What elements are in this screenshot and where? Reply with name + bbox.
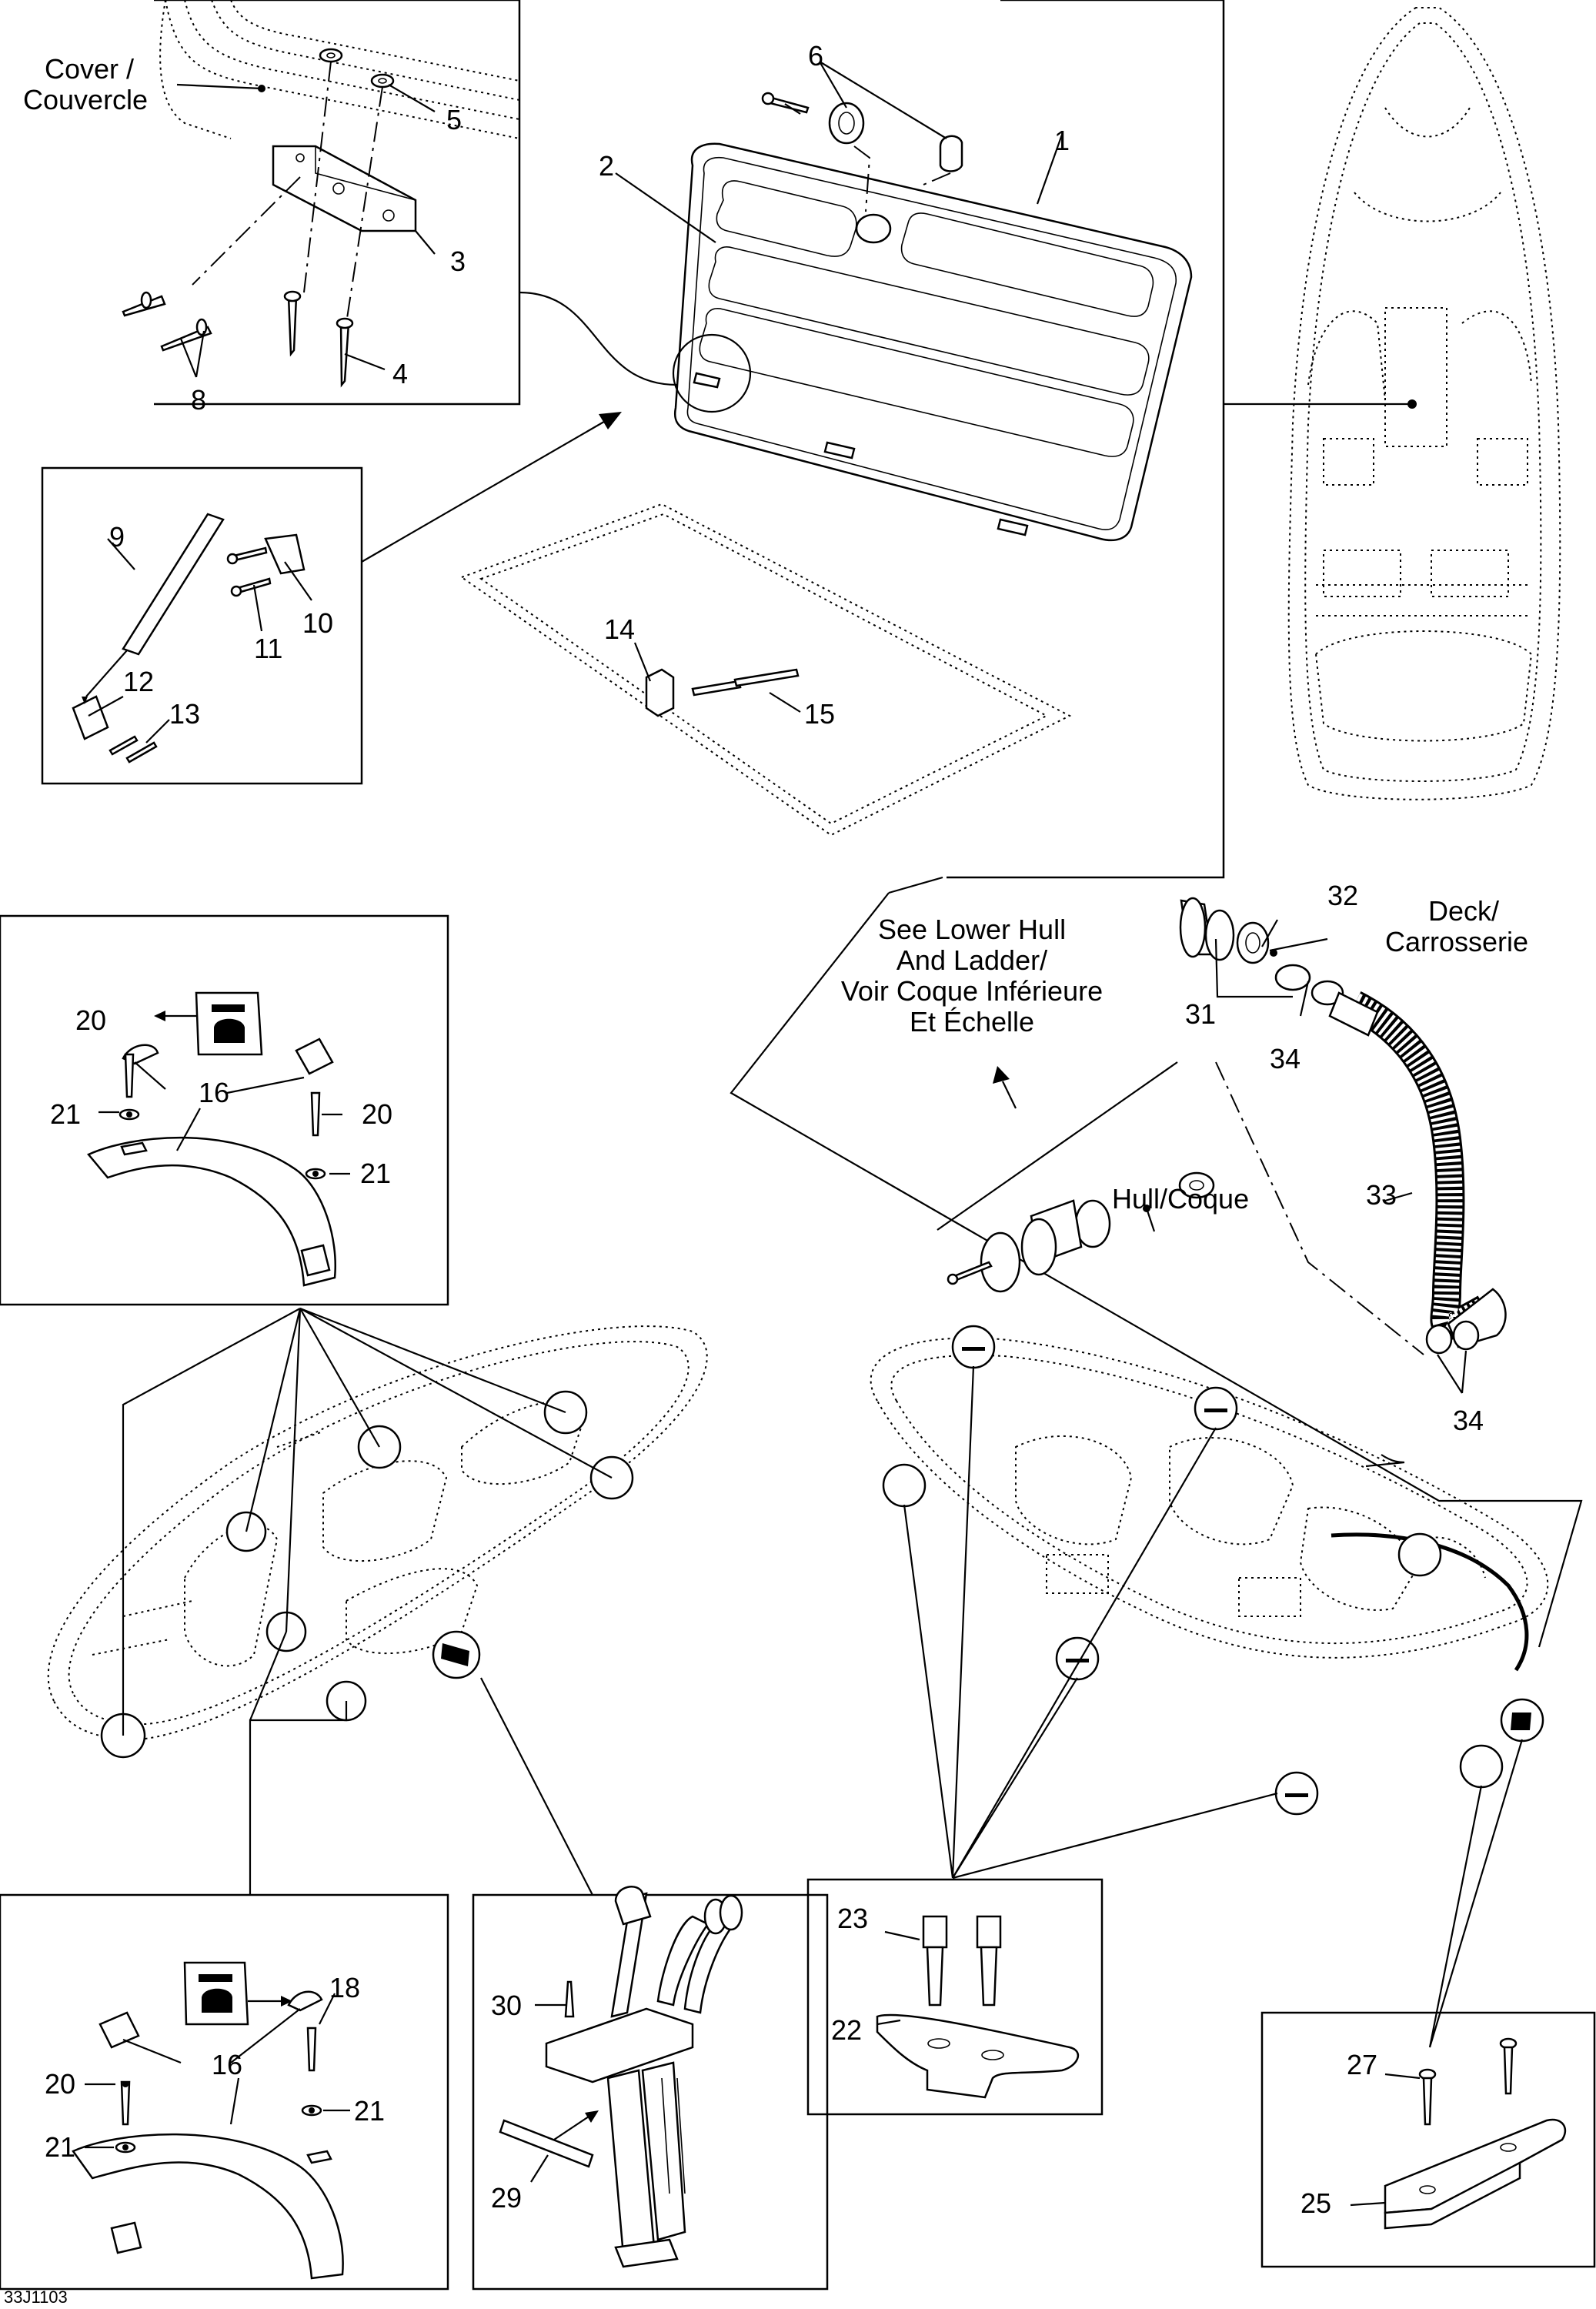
deck-label: Deck/: [1428, 895, 1499, 927]
callout-1: 1: [1054, 125, 1070, 156]
callout-20-a: 20: [75, 1004, 106, 1036]
callout-31: 31: [1185, 998, 1216, 1030]
callout-4: 4: [392, 358, 408, 389]
cover-panel: [674, 142, 1193, 542]
callout-13: 13: [169, 698, 200, 730]
drain-hose-detail: [730, 876, 1583, 1648]
callout-21-b: 21: [360, 1158, 391, 1189]
detail-connector: [519, 291, 678, 386]
callout-22: 22: [831, 2014, 862, 2046]
cap-icon: [287, 1990, 323, 2012]
callout-23: 23: [837, 1903, 868, 1934]
frame-rub-pad: [1260, 2011, 1596, 2268]
see-lower-hull-line4: Et Échelle: [910, 1006, 1034, 1038]
callout-20-b: 20: [362, 1098, 392, 1130]
frame-gas-spring: [41, 466, 363, 785]
callout-14: 14: [604, 613, 635, 645]
frame-handle-bottom: [0, 1893, 449, 2291]
boat-left-view: [47, 1307, 708, 1896]
callout-15: 15: [804, 698, 835, 730]
cleat: [876, 2013, 1080, 2099]
gas-spring: [122, 513, 225, 656]
callout-2: 2: [599, 150, 614, 182]
see-lower-hull-line2: And Ladder/: [896, 944, 1047, 976]
callout-10: 10: [302, 607, 333, 639]
callout-29: 29: [491, 2182, 522, 2214]
see-lower-hull-line3: Voir Coque Inférieure: [841, 975, 1103, 1007]
cleat-detail: [876, 1915, 1080, 2099]
frame-throttle: [472, 1893, 829, 2291]
callout-25: 25: [1301, 2187, 1331, 2219]
callout-8: 8: [191, 384, 206, 416]
throttle-control-detail: [499, 1886, 743, 2268]
latch-icon: [645, 668, 675, 717]
callout-21-a: 21: [50, 1098, 81, 1130]
callout-32: 32: [1327, 880, 1358, 911]
see-lower-hull-line1: See Lower Hull: [878, 914, 1066, 945]
screw-icon: [124, 1053, 321, 1137]
cover-hinge-detail: [122, 0, 520, 388]
boat-right-view: [870, 1325, 1549, 2048]
callout-27: 27: [1347, 2049, 1377, 2080]
storage-cover: [674, 142, 1193, 542]
arrow-to-cover: [361, 419, 609, 563]
figure-id: 33J1103: [4, 2287, 68, 2307]
hull-label: Hull/Coque: [1112, 1183, 1249, 1215]
frame-main-cover: [947, 0, 1225, 879]
gas-spring-detail: [72, 513, 312, 764]
screw-icon: [109, 546, 272, 764]
hinge-cap-icon: [761, 92, 963, 172]
callout-21-c: 21: [354, 2095, 385, 2127]
callout-5: 5: [446, 104, 462, 135]
callout-3: 3: [450, 246, 466, 277]
rivet-icon: [122, 290, 354, 388]
callout-9: 9: [109, 521, 125, 553]
callout-20-c: 20: [45, 2068, 75, 2100]
rub-pad-detail: [1350, 2037, 1567, 2230]
callout-34-b: 34: [1453, 1405, 1484, 1436]
callout-16-a: 16: [199, 1077, 229, 1108]
throttle-base: [545, 2007, 694, 2083]
boat-top-view: [1287, 7, 1561, 800]
grab-handle: [86, 1136, 336, 1287]
callout-6: 6: [808, 40, 823, 72]
grab-handle-detail-bottom: [72, 1961, 350, 2280]
callout-12: 12: [123, 666, 154, 697]
callout-18: 18: [329, 1972, 360, 2003]
cover-label: Cover /: [45, 53, 134, 85]
callout-21-d: 21: [45, 2131, 75, 2163]
callout-34-a: 34: [1270, 1043, 1301, 1074]
callout-33: 33: [1366, 1179, 1397, 1211]
couvercle-label: Couvercle: [23, 84, 148, 115]
washer-icon: [319, 48, 343, 63]
callout-11: 11: [254, 633, 282, 664]
bolt-icon: [922, 1915, 1002, 2007]
screw-icon: [1418, 2037, 1518, 2126]
callout-16-b: 16: [212, 2049, 242, 2080]
carrosserie-label: Carrosserie: [1385, 926, 1528, 957]
grab-handle-detail-top: [86, 991, 350, 1287]
storage-opening: [459, 503, 1072, 837]
frame-cleat: [806, 1878, 1104, 2116]
fitting-icon: [1179, 897, 1207, 958]
frame-handle-top: [0, 914, 449, 1306]
frame-cover-hinge: [154, 0, 521, 406]
callout-30: 30: [491, 1990, 522, 2021]
grab-handle: [72, 2133, 344, 2280]
